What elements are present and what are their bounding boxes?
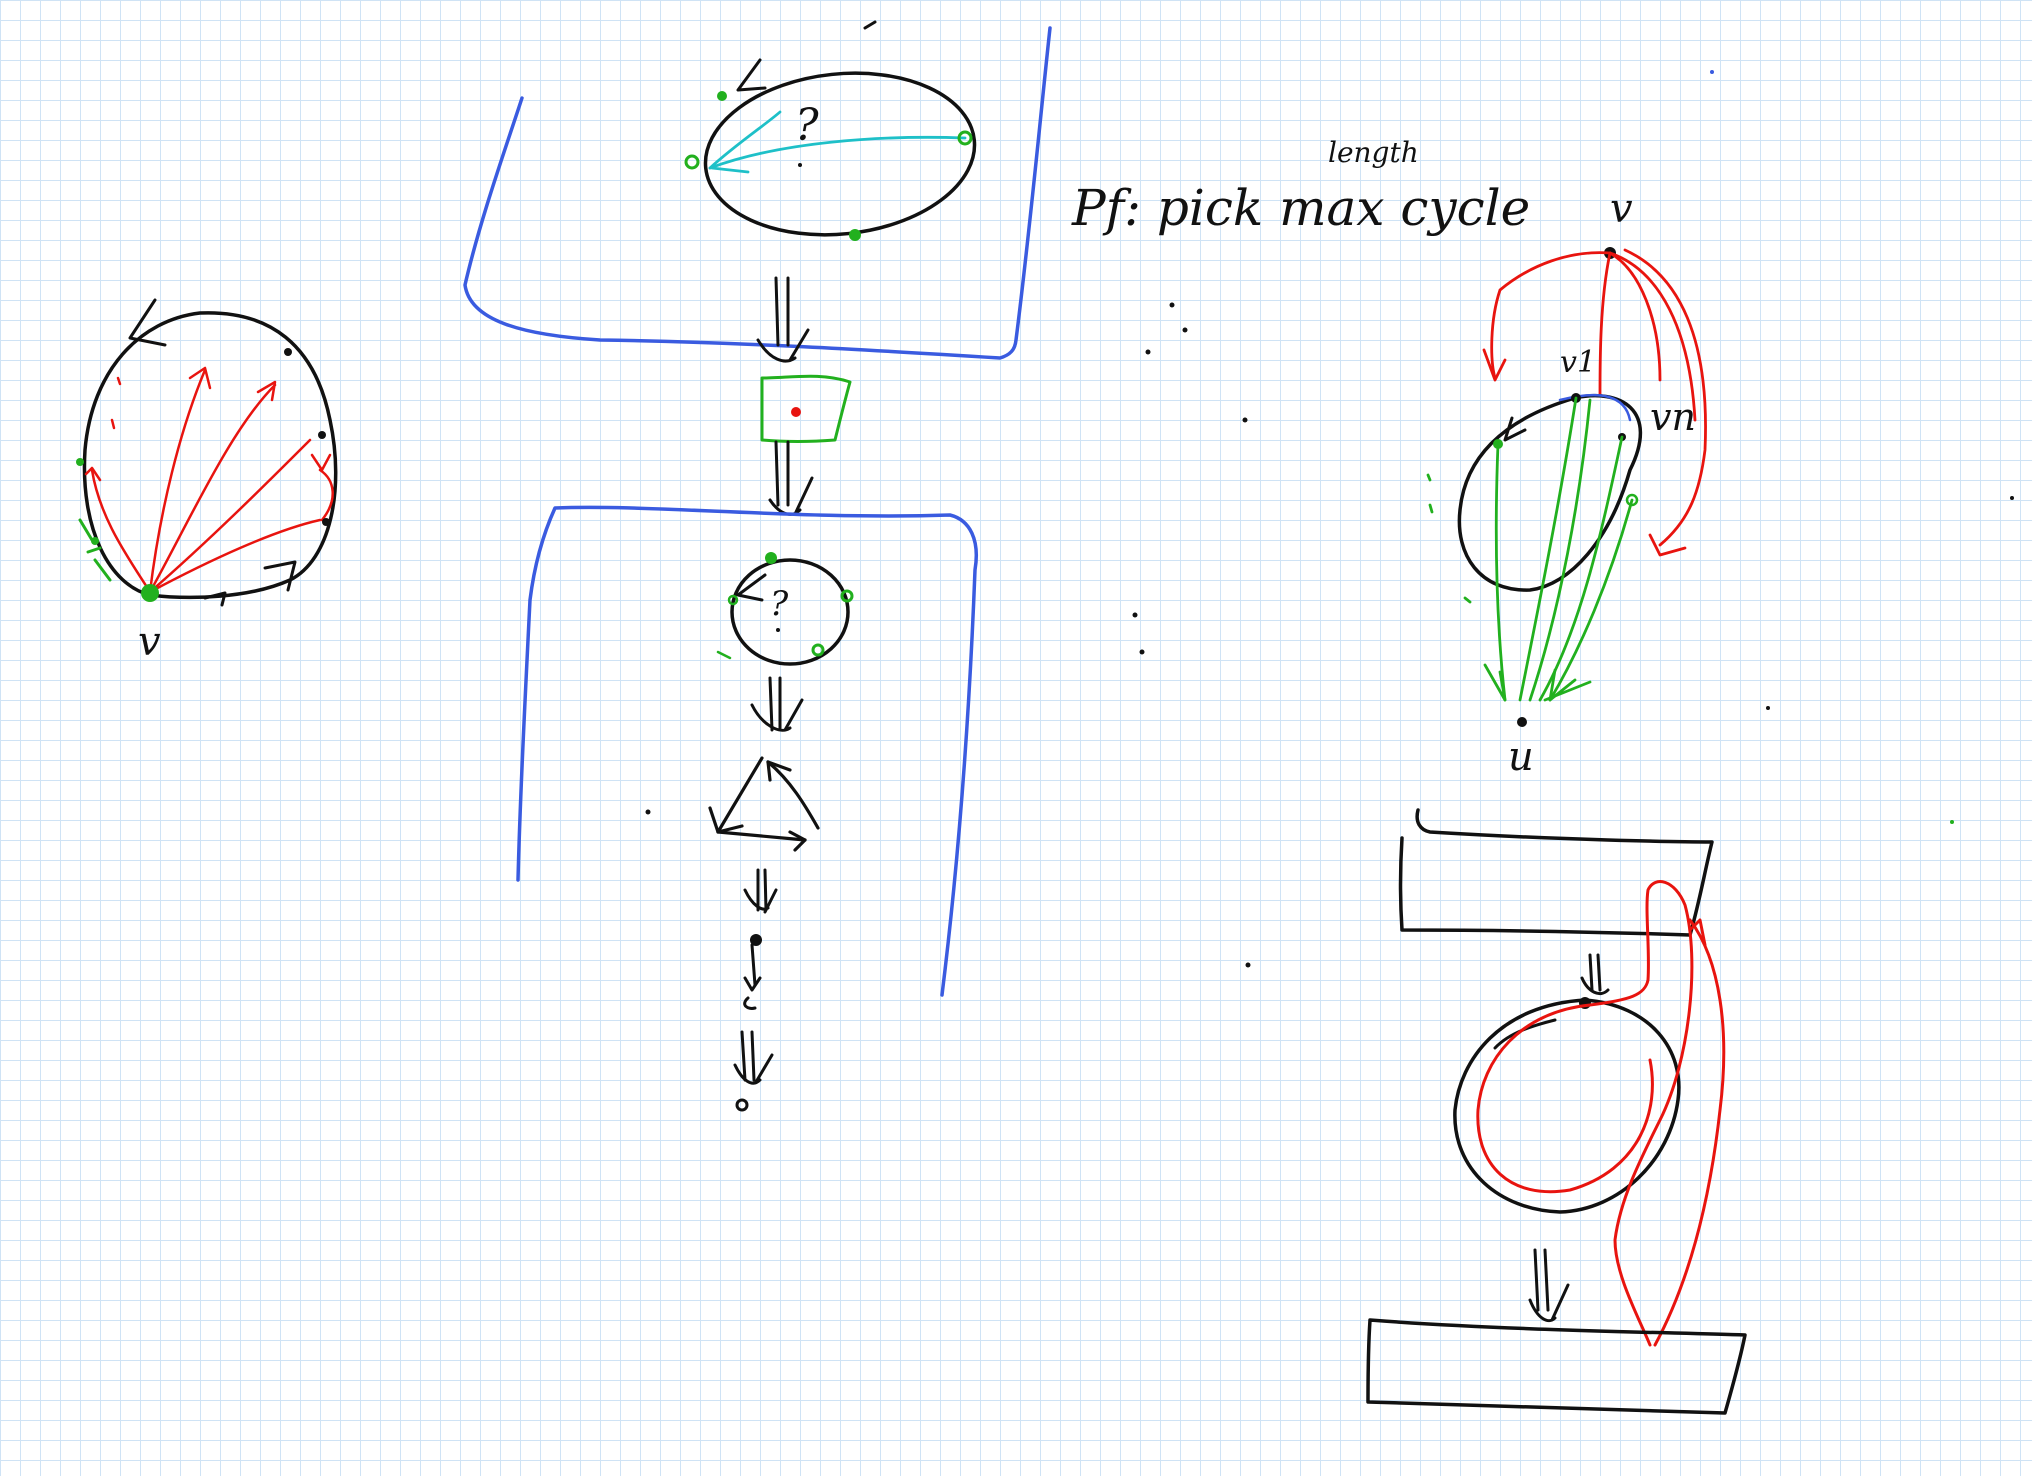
implies-arrow-5 (733, 1030, 774, 1085)
right-u-label: u (1508, 734, 1534, 780)
implies-arrow-1 (756, 276, 810, 363)
right-red-edges (1482, 248, 1707, 557)
red-center-dot (791, 407, 801, 417)
cyan-path (708, 110, 967, 174)
left-green-marks (78, 518, 112, 582)
proof-text: length Pf: pick max cycle (1071, 136, 1530, 237)
vn-label: vn (1650, 395, 1696, 439)
pf-line: Pf: pick max cycle (1071, 179, 1530, 237)
right-top-box (1398, 808, 1714, 937)
left-v-label: v (138, 619, 161, 665)
right-green-edges (1426, 396, 1634, 702)
implies-arrow-2 (768, 440, 814, 516)
right-red-loop (1476, 880, 1694, 1347)
small-cycle (730, 558, 850, 666)
right-cycle-circle (1457, 393, 1643, 592)
bottom-blue-bracket (516, 505, 978, 997)
left-red-chords (84, 366, 334, 594)
left-vertex-v-dot (141, 584, 159, 602)
length-annotation: length (1328, 136, 1419, 169)
right-figure: v v1 vn (1366, 186, 1747, 1415)
green-square-node (760, 374, 852, 443)
scattered-dots (1132, 70, 2014, 968)
top-blue-bracket (463, 26, 1052, 360)
triangle-cycle (708, 756, 820, 852)
right-v-label: v (1610, 186, 1633, 232)
implies-arrow-right (1528, 1248, 1570, 1323)
left-cycle-figure: v (76, 298, 338, 665)
top-ellipse-cycle (703, 71, 977, 237)
left-cycle-circle (82, 311, 338, 600)
center-column-figure: ? ? (463, 20, 1052, 1112)
right-bottom-cycle (1453, 998, 1681, 1214)
v1-label: v1 (1560, 345, 1596, 380)
left-cycle-arrow-bottom (203, 560, 297, 607)
top-question-mark: ? (795, 100, 819, 151)
small-question-mark: ? (770, 584, 789, 624)
implies-arrow-4 (743, 868, 778, 914)
implies-arrow-3 (750, 676, 804, 732)
right-bottom-box (1366, 1318, 1747, 1415)
left-cycle-arrow-top (128, 298, 167, 347)
